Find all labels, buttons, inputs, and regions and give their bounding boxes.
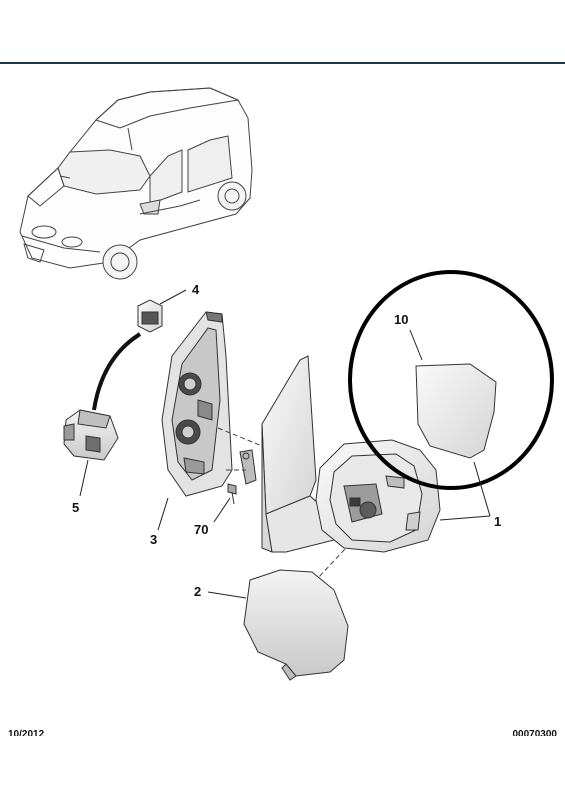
callout-1: 1 [494,514,501,529]
callout-4: 4 [192,282,200,297]
callout-5: 5 [72,500,79,515]
callout-2: 2 [194,584,201,599]
vehicle-illustration [19,87,253,280]
callout-3: 3 [150,532,157,547]
footer-reference: 00070300 [512,729,558,736]
mirror-cover-part [243,569,349,681]
assembly-guide-lines [217,427,373,579]
connector-cable [92,332,142,411]
highlight-circle [348,270,554,490]
fixing-screw-part [227,483,237,505]
mirror-assembly-part [261,355,441,553]
callout-70: 70 [194,522,208,537]
arm-pin [239,449,257,485]
callout-leaders [79,289,491,599]
mirror-housing-part [161,311,233,497]
callout-10: 10 [394,312,408,327]
adjust-switch-part [137,299,163,333]
header-divider [0,62,565,64]
mirror-glass-part [415,363,497,459]
footer-date: 10/2012 [8,729,45,736]
motor-unit-part [63,409,119,461]
